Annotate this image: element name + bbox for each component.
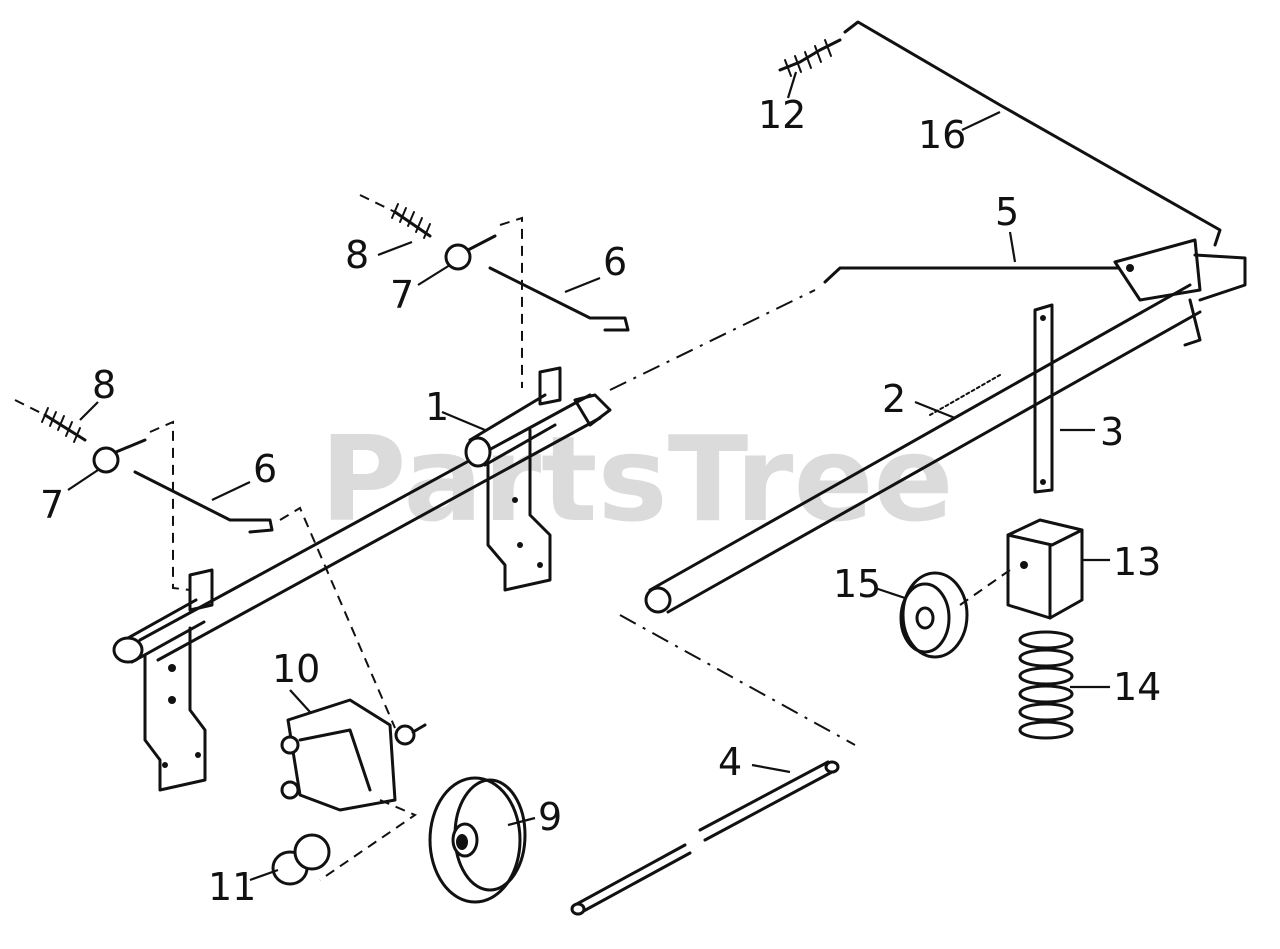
part-9-pulley xyxy=(428,776,527,904)
callout-9: 9 xyxy=(538,795,562,839)
part-10-bracket xyxy=(280,698,427,812)
callout-14: 14 xyxy=(1113,665,1161,709)
callout-6-lower: 6 xyxy=(253,447,277,491)
callout-15: 15 xyxy=(833,562,881,606)
callout-1: 1 xyxy=(425,385,449,429)
callout-13: 13 xyxy=(1113,540,1161,584)
part-15-pulley xyxy=(899,569,1011,659)
right-bracket xyxy=(1113,238,1247,347)
part-1-axle-assembly xyxy=(112,366,612,792)
lower-linkage-6-7-8 xyxy=(14,399,396,729)
callout-labels: 1 2 3 4 5 6 6 7 7 8 8 9 10 11 12 13 14 1… xyxy=(40,93,1161,909)
callout-8-lower: 8 xyxy=(92,363,116,407)
callout-6-upper: 6 xyxy=(603,240,627,284)
part-4-shafts xyxy=(570,614,856,916)
callout-11: 11 xyxy=(208,865,256,909)
part-3-strap xyxy=(1033,303,1054,494)
leader-lines xyxy=(67,71,1110,882)
callout-5: 5 xyxy=(995,190,1019,234)
callout-8-upper: 8 xyxy=(345,233,369,277)
callout-4: 4 xyxy=(718,740,742,784)
centerline xyxy=(609,289,816,391)
callout-7-lower: 7 xyxy=(40,483,64,527)
centerline-10-11 xyxy=(319,799,418,881)
callout-10: 10 xyxy=(272,647,320,691)
callout-3: 3 xyxy=(1100,410,1124,454)
part-2-tube xyxy=(644,283,1202,614)
callout-7-upper: 7 xyxy=(390,273,414,317)
part-16-rod xyxy=(843,20,1222,247)
watermark: PartsTree xyxy=(320,410,954,548)
part-11-bushings xyxy=(271,833,331,886)
part-5-rod xyxy=(823,266,1120,284)
callout-16: 16 xyxy=(918,113,966,157)
callout-12: 12 xyxy=(758,93,806,137)
part-12-spring xyxy=(778,38,842,77)
part-14-spring xyxy=(1018,630,1074,740)
callout-2: 2 xyxy=(882,377,906,421)
part-13-block xyxy=(1006,518,1084,620)
upper-linkage-6-7-8 xyxy=(359,194,630,388)
